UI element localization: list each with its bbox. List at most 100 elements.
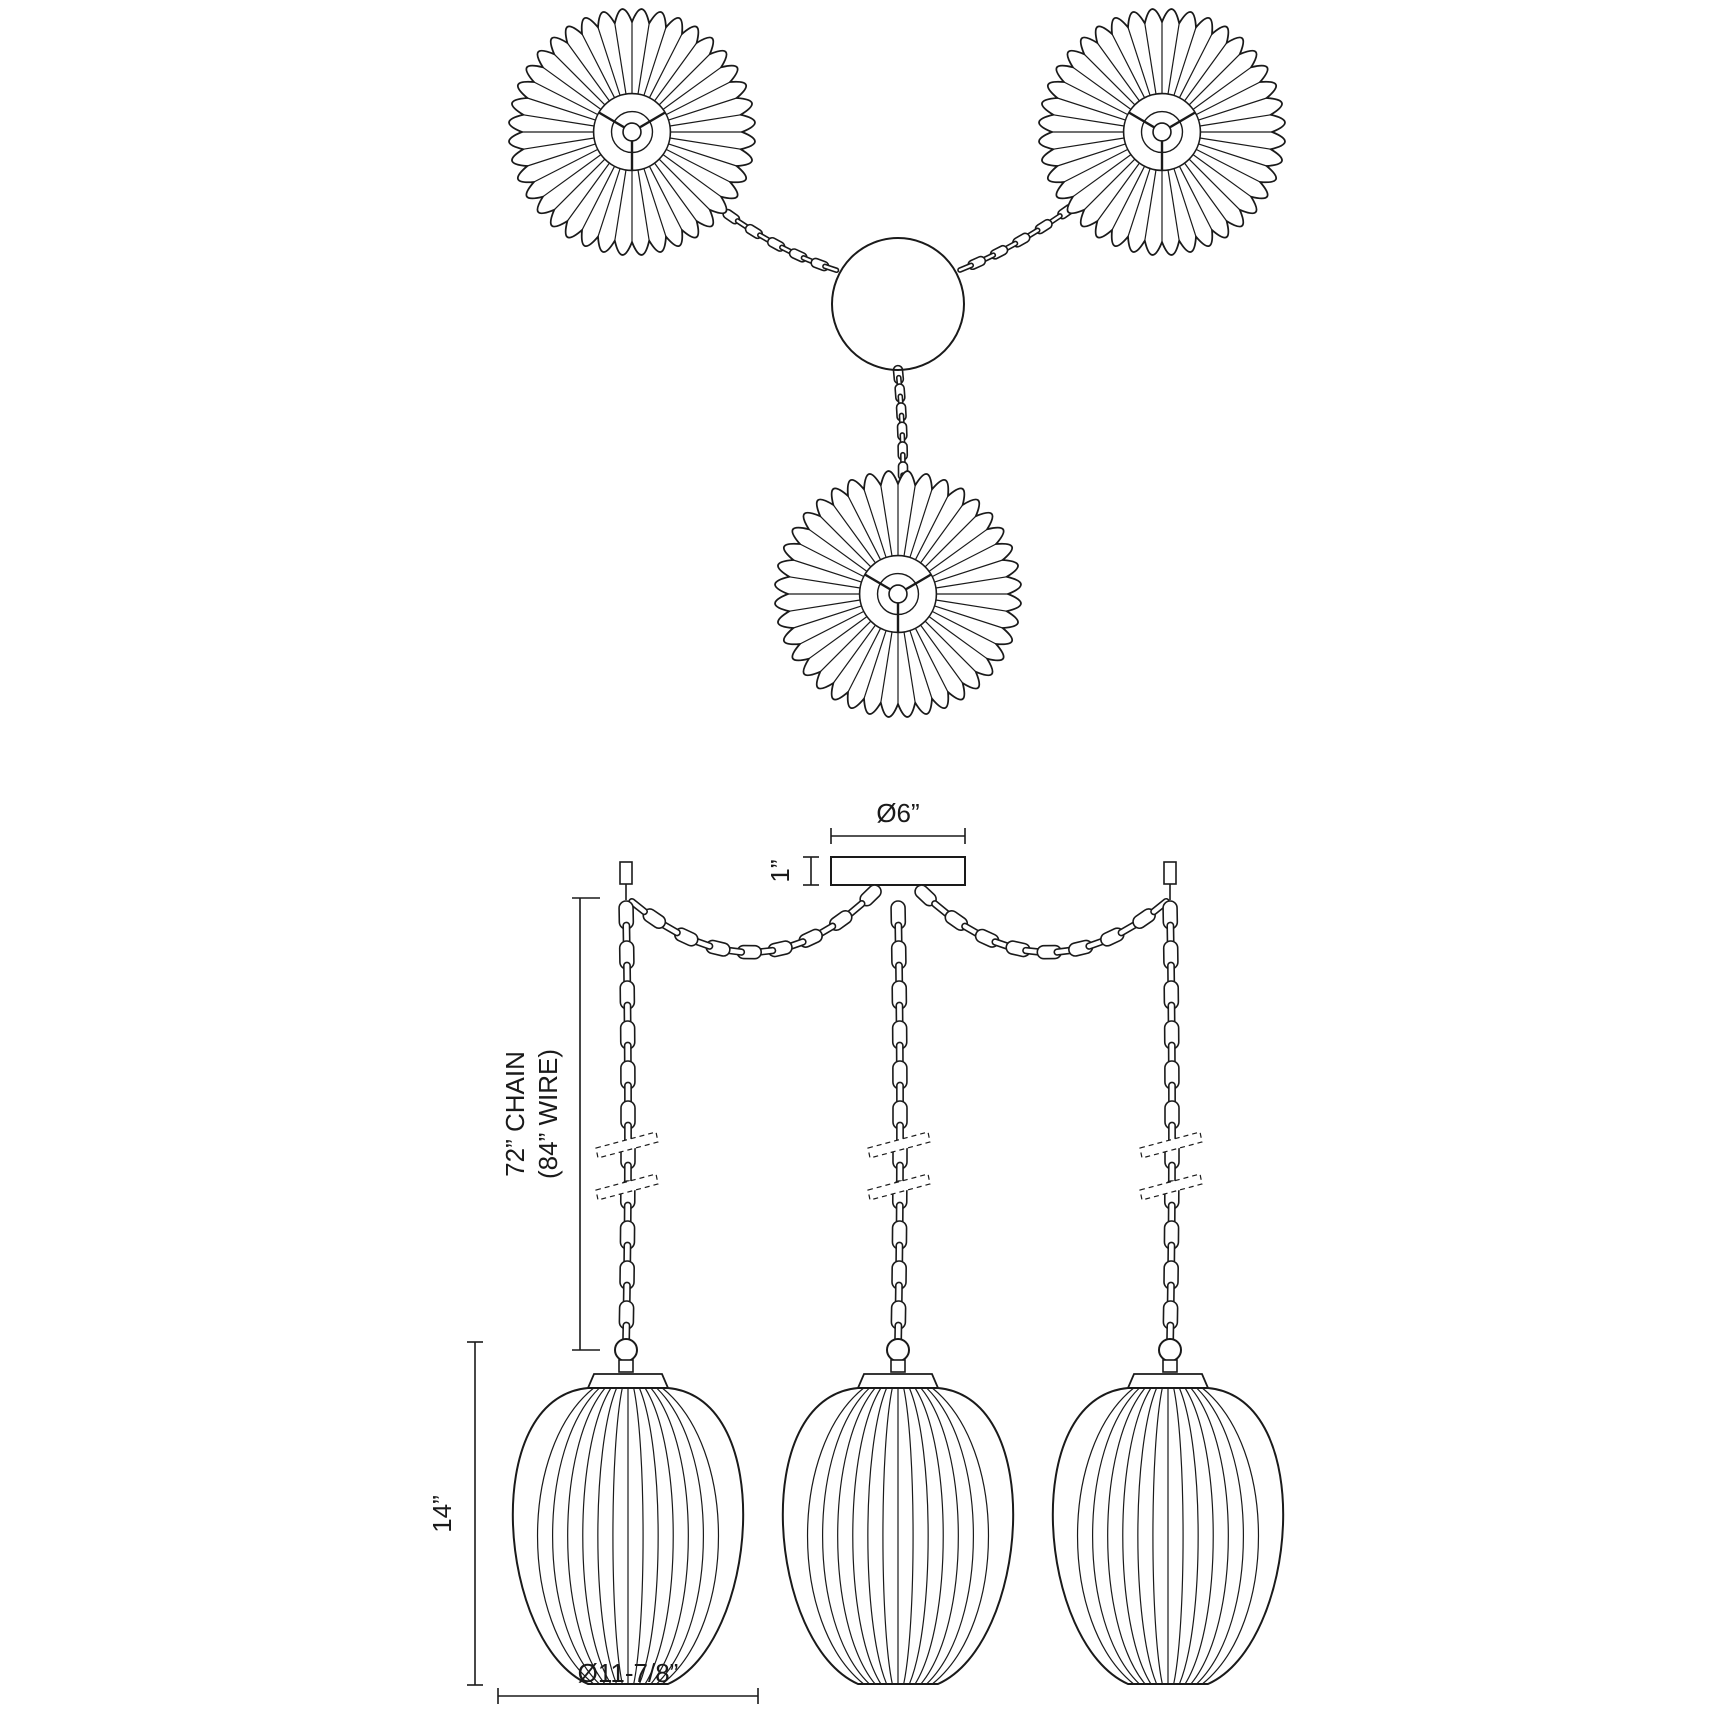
top-canopy	[831, 237, 965, 371]
pleat-line	[1188, 158, 1241, 211]
top-shade-right	[1038, 8, 1286, 256]
pleat-line	[819, 515, 872, 568]
pleat-line	[566, 162, 610, 222]
pleat-line	[553, 158, 606, 211]
shade-rib	[806, 1387, 865, 1685]
pleat-line	[566, 42, 610, 102]
pleat-line	[799, 543, 865, 578]
pendant-shade	[781, 1373, 1015, 1685]
pleat-line	[1063, 81, 1129, 116]
shade-socket	[622, 122, 642, 142]
pleat-line	[1178, 165, 1213, 231]
side-view-shades	[511, 1373, 1285, 1685]
pleat-line	[1072, 154, 1132, 198]
pleat-line	[808, 616, 868, 660]
shade-diameter-label: Ø11-7/8”	[578, 1658, 679, 1688]
shade-rib	[1173, 1387, 1184, 1685]
shade-bracket	[639, 111, 666, 129]
chain-break-symbol	[1139, 1131, 1203, 1159]
chain-link	[957, 262, 975, 273]
chain-break-symbols	[595, 1131, 1203, 1201]
canopy-height-label: 1”	[765, 859, 795, 882]
shade-rib	[582, 1387, 612, 1685]
pleat-line	[1173, 168, 1197, 237]
shade-rib	[837, 1387, 876, 1685]
shade-rib	[1196, 1387, 1244, 1685]
pleat-line	[863, 489, 887, 558]
pleat-line	[668, 143, 737, 167]
pleat-line	[1111, 33, 1146, 99]
pleat-line	[1053, 137, 1125, 150]
pleat-line	[799, 610, 865, 645]
shade-rib	[1201, 1387, 1260, 1685]
shade-rib	[1190, 1387, 1229, 1685]
shade-rib	[597, 1387, 618, 1685]
pleat-line	[1083, 53, 1136, 106]
ceiling-hook-right	[1163, 861, 1177, 900]
pleat-line	[662, 66, 722, 110]
shade-rib	[1076, 1387, 1135, 1685]
pleat-line	[1195, 81, 1261, 116]
shade-rib	[867, 1387, 888, 1685]
pleat-line	[1144, 169, 1157, 241]
shade-rib	[567, 1387, 606, 1685]
pleat-line	[1127, 27, 1151, 96]
pleat-line	[880, 631, 893, 703]
pleat-line	[1178, 33, 1213, 99]
pleat-line	[527, 143, 596, 167]
shade-rib	[908, 1387, 929, 1685]
pleat-line	[597, 168, 621, 237]
dimension-chain-length: 72” CHAIN (84” WIRE)	[500, 897, 600, 1351]
shade-rib	[1107, 1387, 1146, 1685]
pleat-line	[920, 504, 964, 564]
pleat-line	[581, 33, 616, 99]
shade-cap	[856, 1373, 940, 1389]
pleat-line	[1057, 143, 1126, 167]
pleat-line	[793, 605, 862, 629]
pleat-line	[527, 97, 596, 121]
ceiling-hook-left	[619, 861, 633, 900]
chain-link	[628, 897, 648, 916]
pleat-line	[903, 485, 916, 557]
pendant-shade	[1051, 1373, 1285, 1685]
pleat-line	[935, 599, 1007, 612]
pleat-line	[614, 23, 627, 95]
pleat-line	[643, 27, 667, 96]
shade-socket	[888, 584, 908, 604]
shade-rib	[1137, 1387, 1158, 1685]
side-canopy	[830, 856, 966, 886]
top-plan-view	[508, 8, 1286, 718]
shade-rib	[822, 1387, 870, 1685]
pleat-line	[793, 559, 862, 583]
shade-rib	[1152, 1387, 1163, 1685]
pleat-line	[1198, 97, 1267, 121]
pleat-line	[648, 33, 683, 99]
pleat-line	[654, 162, 698, 222]
pleat-line	[637, 23, 650, 95]
ring-socket	[890, 1359, 906, 1373]
top-shade-bottom	[774, 470, 1022, 718]
pleat-line	[1083, 158, 1136, 211]
pleat-line	[1144, 23, 1157, 95]
pleat-line	[542, 66, 602, 110]
pleat-line	[654, 42, 698, 102]
pleat-line	[924, 620, 977, 673]
pleat-line	[928, 616, 988, 660]
chain-break-symbol	[1139, 1173, 1203, 1201]
pleat-line	[934, 559, 1003, 583]
pleat-line	[658, 158, 711, 211]
shade-rib	[931, 1387, 990, 1685]
shade-socket	[1152, 122, 1172, 142]
shade-rib	[633, 1387, 644, 1685]
pleat-line	[928, 528, 988, 572]
shade-bracket	[598, 111, 625, 129]
pleat-line	[581, 165, 616, 231]
side-elevation-view	[511, 856, 1285, 1685]
shade-height-label: 14”	[427, 1495, 457, 1533]
pleat-line	[935, 576, 1007, 589]
shade-rib	[656, 1387, 704, 1685]
shade-rib	[926, 1387, 974, 1685]
pleat-line	[1192, 66, 1252, 110]
pleat-line	[1096, 42, 1140, 102]
